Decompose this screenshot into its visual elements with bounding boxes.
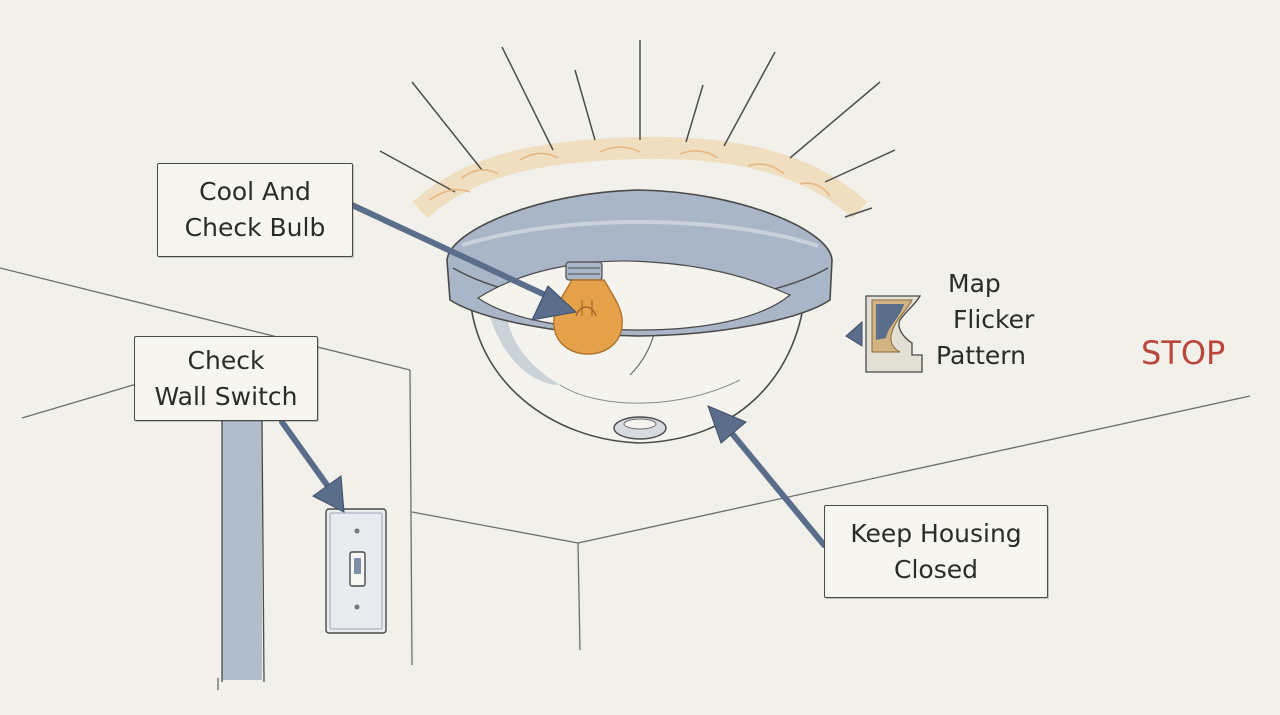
callout-arrows — [279, 202, 827, 548]
callout-switch-line-1: Check — [187, 345, 265, 375]
flicker-line-1: Map — [948, 269, 1001, 298]
light-fixture — [446, 189, 833, 444]
callout-housing-line-1: Keep Housing — [850, 518, 1022, 548]
callout-switch-line-2: Wall Switch — [154, 381, 298, 411]
light-bulb-icon — [553, 261, 623, 355]
flicker-line-2: Flicker — [953, 305, 1035, 334]
callout-keep-housing-closed: Keep Housing Closed — [824, 505, 1048, 598]
callout-housing-line-2: Closed — [894, 554, 978, 584]
callout-cool-and-check-bulb: Cool And Check Bulb — [157, 163, 353, 257]
flicker-line-3: Pattern — [936, 341, 1026, 370]
room-lines — [0, 267, 1251, 690]
wall-pillar — [221, 419, 265, 683]
stop-label: STOP — [1141, 334, 1226, 372]
flicker-map-icon — [845, 295, 923, 373]
light-rays — [379, 40, 896, 219]
callout-check-wall-switch: Check Wall Switch — [134, 336, 318, 421]
callout-bulb-line-1: Cool And — [199, 177, 311, 206]
callout-bulb-line-2: Check Bulb — [184, 213, 326, 242]
light-switch-icon — [325, 508, 387, 634]
label-map-flicker-pattern: Map Flicker Pattern — [936, 266, 1056, 374]
